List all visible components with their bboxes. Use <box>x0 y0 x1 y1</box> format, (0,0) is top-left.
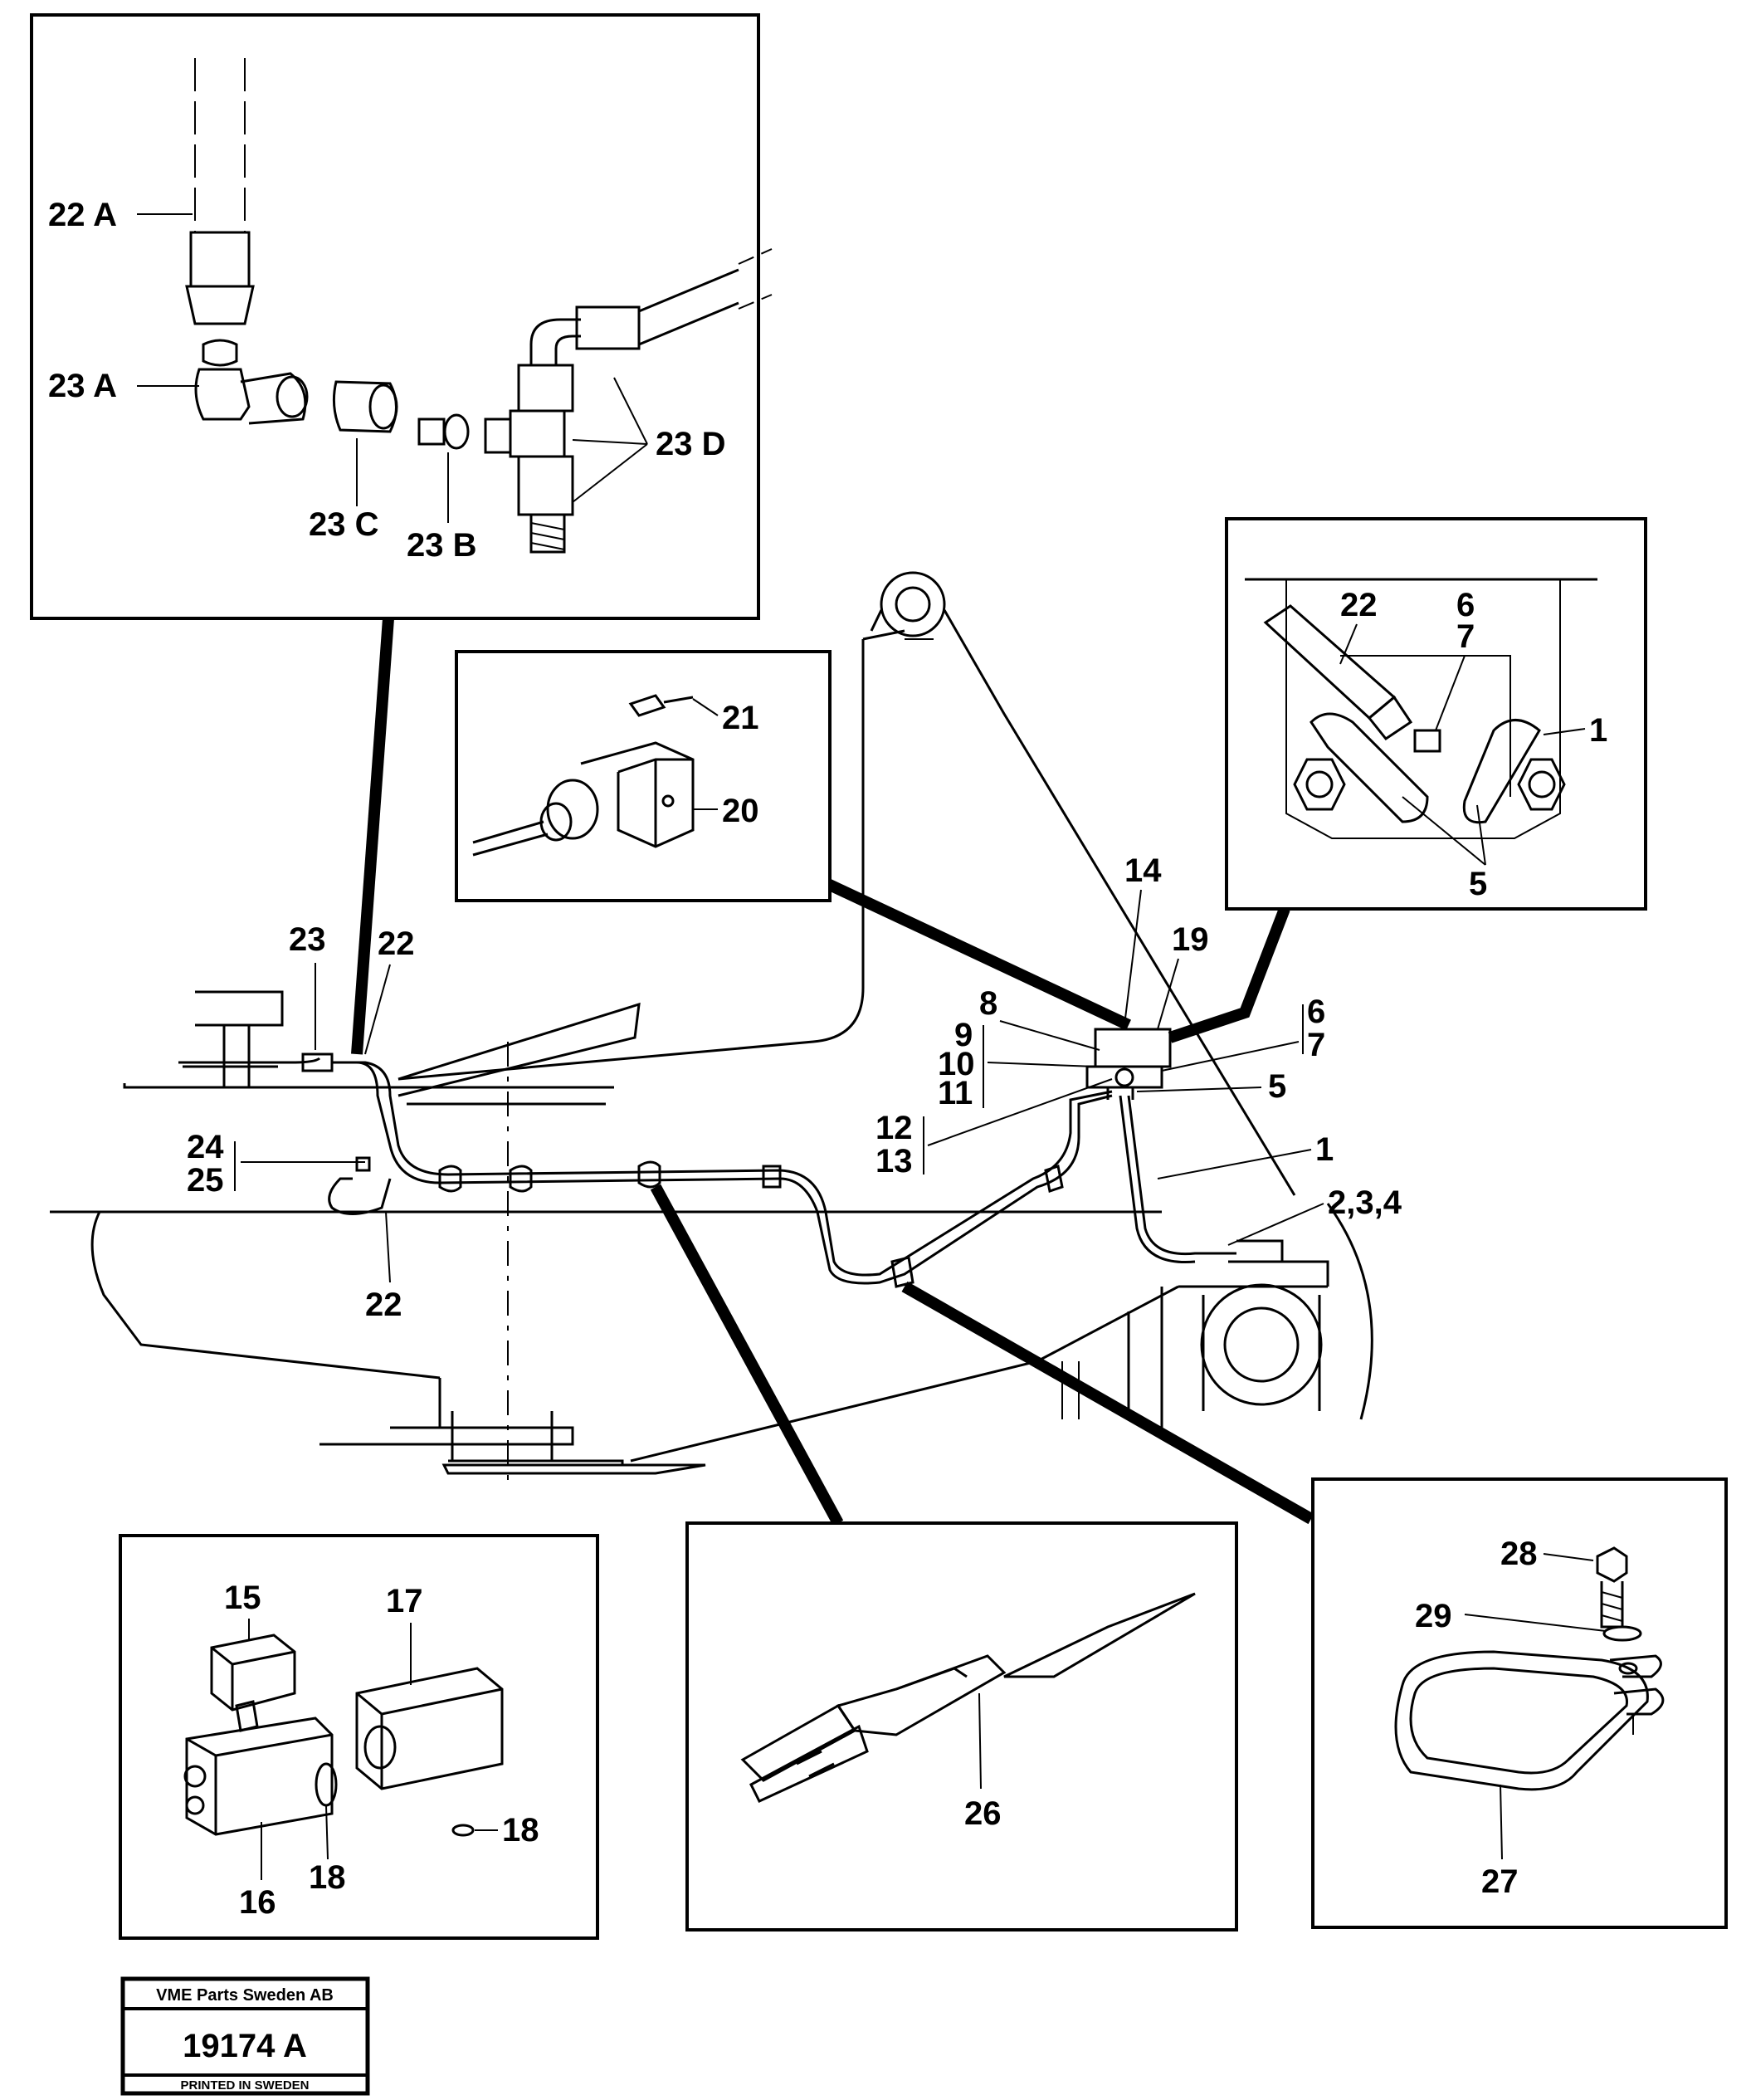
label-22-main: 22 <box>378 925 415 962</box>
label-5-main: 5 <box>1268 1068 1286 1105</box>
detail-callout-bars <box>351 618 1314 1526</box>
main-leaders <box>234 889 1324 1283</box>
stamp-number: 19174 A <box>183 2028 307 2064</box>
label-23A: 23 A <box>48 368 117 404</box>
label-29: 29 <box>1415 1598 1452 1634</box>
label-23-main: 23 <box>289 921 326 958</box>
stamp-printed: PRINTED IN SWEDEN <box>180 2078 309 2093</box>
label-23D: 23 D <box>656 426 726 462</box>
detail-hose-fittings: 22 A 23 A 23 C 23 B 23 D <box>30 13 773 620</box>
label-12: 12 <box>875 1110 913 1146</box>
label-2-3-4: 2,3,4 <box>1328 1184 1402 1221</box>
label-18-right: 18 <box>502 1812 539 1848</box>
label-28: 28 <box>1500 1536 1538 1572</box>
label-11: 11 <box>938 1075 973 1111</box>
stamp-company: VME Parts Sweden AB <box>156 1986 334 2005</box>
detail-valve-top: 22 6 7 1 5 <box>1225 517 1647 911</box>
label-6-valve: 6 <box>1456 587 1475 623</box>
label-1-main: 1 <box>1315 1131 1334 1168</box>
detail-strap: 26 <box>685 1521 1238 1932</box>
label-19: 19 <box>1172 921 1209 958</box>
label-21: 21 <box>722 700 759 736</box>
label-15: 15 <box>224 1580 261 1616</box>
label-23C: 23 C <box>309 506 379 543</box>
label-22-lower: 22 <box>365 1287 402 1323</box>
hose-routing <box>178 1052 1236 1288</box>
label-26: 26 <box>964 1795 1002 1832</box>
valve-block <box>1085 1028 1172 1100</box>
label-17: 17 <box>386 1583 423 1619</box>
title-stamp: VME Parts Sweden AB 19174 A PRINTED IN S… <box>120 1976 370 2096</box>
label-27: 27 <box>1481 1863 1519 1900</box>
label-6-main: 6 <box>1307 994 1325 1030</box>
label-14: 14 <box>1124 852 1162 889</box>
label-22A: 22 A <box>48 197 117 233</box>
label-7-valve: 7 <box>1456 618 1475 655</box>
main-assembly-drawing: 23 22 24 25 22 14 19 8 9 10 11 6 7 5 12 … <box>50 571 1402 1486</box>
label-8: 8 <box>979 985 997 1022</box>
label-16: 16 <box>239 1884 276 1921</box>
label-22-valve: 22 <box>1340 587 1378 623</box>
axle-hub <box>1061 1203 1373 1428</box>
label-13: 13 <box>875 1143 913 1179</box>
detail-clamp: 28 29 27 <box>1311 1477 1728 1929</box>
label-23B: 23 B <box>407 527 477 564</box>
label-20: 20 <box>722 793 759 829</box>
label-18-left: 18 <box>309 1859 346 1896</box>
label-24: 24 <box>187 1129 224 1165</box>
boom-arm <box>397 571 1296 1196</box>
main-labels: 23 22 24 25 22 14 19 8 9 10 11 6 7 5 12 … <box>187 852 1402 1323</box>
label-9: 9 <box>954 1017 973 1053</box>
label-7-main: 7 <box>1307 1027 1325 1063</box>
label-10: 10 <box>938 1046 975 1082</box>
label-1-valve: 1 <box>1589 712 1607 749</box>
detail-connector: 21 20 <box>455 650 832 902</box>
detail-solenoid: 15 17 16 18 18 <box>119 1534 599 1940</box>
label-25: 25 <box>187 1162 224 1199</box>
chassis-frame <box>50 990 1328 1486</box>
label-5-valve: 5 <box>1469 866 1487 902</box>
